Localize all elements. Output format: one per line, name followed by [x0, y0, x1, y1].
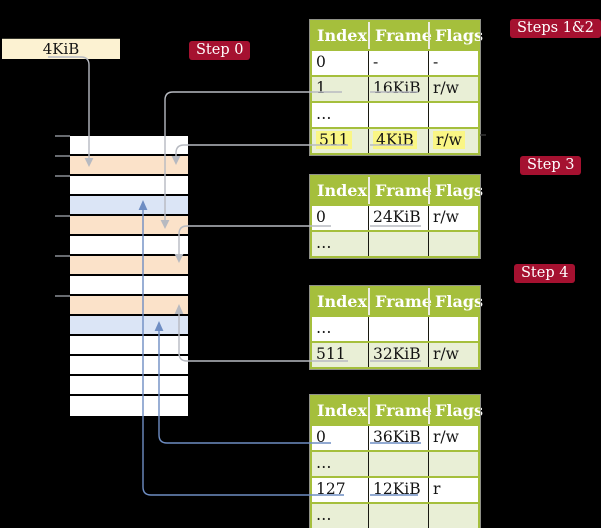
memory-row-13-white — [70, 376, 188, 396]
memory-row-12-white — [70, 356, 188, 376]
table-cell — [368, 103, 428, 127]
memory-row-10-blue — [70, 316, 188, 336]
step4-badge: Step 4 — [514, 264, 576, 283]
table-cell — [428, 103, 478, 127]
root-frame-box: 4KiB — [2, 38, 120, 59]
memory-row-14-white — [70, 396, 188, 416]
table-cell: 1 — [316, 79, 326, 97]
table-cell: r/w — [428, 343, 478, 367]
table-cell: … — [316, 105, 332, 123]
column-header-frame: Frame — [368, 397, 432, 424]
table-cell — [368, 504, 428, 528]
steps12-badge: Steps 1&2 — [510, 19, 601, 38]
table-row: … — [312, 450, 478, 476]
table-cell: 0 — [316, 53, 326, 71]
column-header-frame: Frame — [368, 177, 432, 204]
table-cell: r/w — [428, 426, 478, 450]
memory-row-8-white — [70, 276, 188, 296]
table-cell: 511 — [312, 129, 368, 153]
table-cell — [428, 317, 478, 341]
table-cell: 0 — [316, 208, 326, 226]
column-header-index: Index — [317, 401, 368, 420]
memory-row-7-peach — [70, 256, 188, 276]
table-cell — [368, 452, 428, 476]
table-cell: … — [316, 454, 332, 472]
table-cell: 4KiB — [368, 129, 428, 153]
table-cell — [368, 232, 428, 256]
step0-badge: Step 0 — [189, 41, 251, 60]
column-header-index: Index — [317, 292, 368, 311]
connector-table2-row-0-to-memory-row-7-line — [178, 225, 331, 254]
column-header-frame: Frame — [368, 22, 432, 49]
table-row: … — [312, 502, 478, 528]
table-cell: 16KiB — [368, 77, 428, 101]
table-row: … — [312, 315, 478, 341]
memory-row-5-peach — [70, 216, 188, 236]
memory-row-3-white — [70, 176, 188, 196]
table-cell: 511 — [316, 345, 346, 363]
table-cell: - — [368, 51, 428, 75]
table-cell: - — [428, 51, 478, 75]
column-header-flags: Flags — [428, 288, 483, 315]
memory-row-4-blue — [70, 196, 188, 216]
table-cell — [428, 232, 478, 256]
table-cell: 36KiB — [368, 426, 428, 450]
table-cell: … — [316, 319, 332, 337]
table-cell: 24KiB — [368, 206, 428, 230]
column-header-flags: Flags — [428, 22, 483, 49]
table-cell: 127 — [316, 480, 346, 498]
table-cell: r — [428, 478, 478, 502]
memory-row-9-peach — [70, 296, 188, 316]
table-cell: … — [316, 506, 332, 524]
table-row: 0 -- — [312, 49, 478, 75]
table-cell: … — [316, 234, 332, 252]
table-cell — [428, 504, 478, 528]
table-row: … — [312, 230, 478, 256]
column-header-flags: Flags — [428, 177, 483, 204]
memory-row-11-white — [70, 336, 188, 356]
column-header-index: Index — [317, 26, 368, 45]
memory-row-2-peach — [70, 156, 188, 176]
table-cell: 12KiB — [368, 478, 428, 502]
table-cell: r/w — [428, 77, 478, 101]
table-cell: r/w — [428, 206, 478, 230]
table-cell — [428, 452, 478, 476]
step3-badge: Step 3 — [520, 156, 582, 175]
table-cell — [368, 317, 428, 341]
memory-row-1-white — [70, 136, 188, 156]
physical-memory-column — [70, 136, 188, 416]
column-header-index: Index — [317, 181, 368, 200]
table-cell: 0 — [316, 428, 326, 446]
column-header-frame: Frame — [368, 288, 432, 315]
table-cell: r/w — [428, 129, 478, 153]
memory-row-6-white — [70, 236, 188, 256]
table-row: … — [312, 101, 478, 127]
column-header-flags: Flags — [428, 397, 483, 424]
table-cell: 32KiB — [368, 343, 428, 367]
